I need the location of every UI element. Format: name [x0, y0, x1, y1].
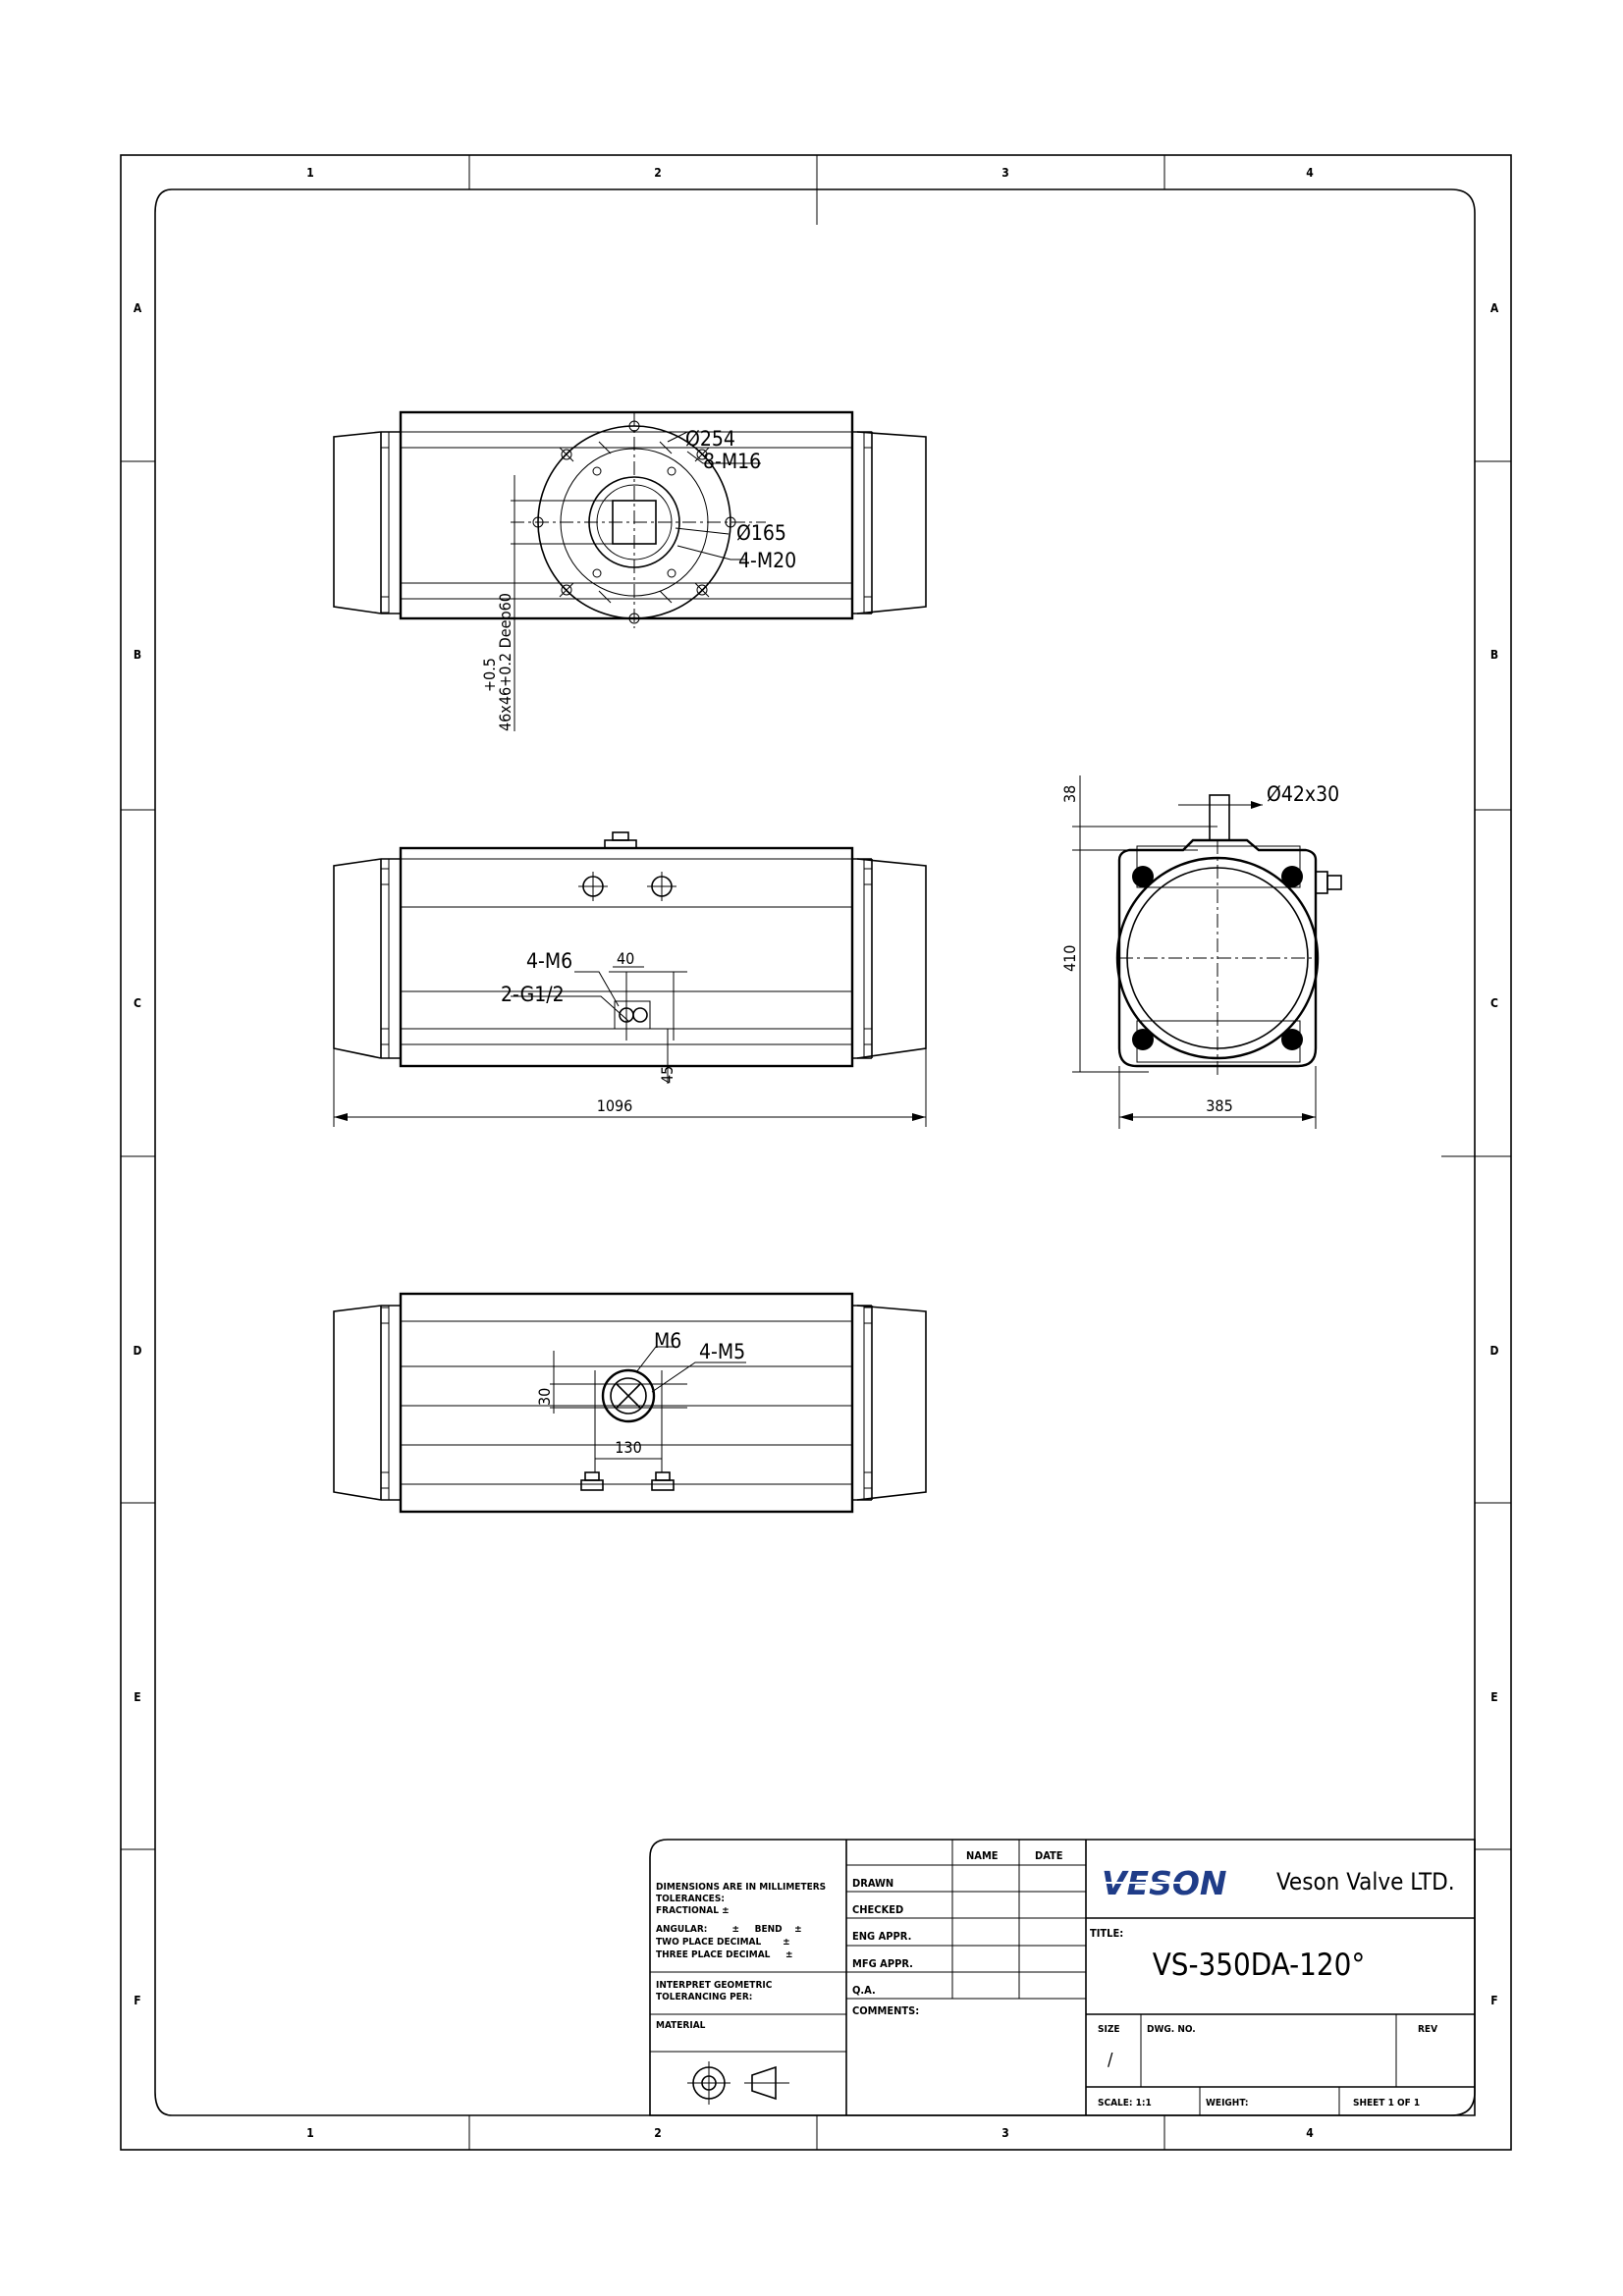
- zone-row-a-left: A: [134, 301, 142, 315]
- dim-pattern-height-30: 30: [535, 1388, 554, 1406]
- zone-row-f-left: F: [134, 1994, 140, 2007]
- tb-tol-line-1: DIMENSIONS ARE IN MILLIMETERS: [656, 1882, 826, 1893]
- tb-interpret-1: INTERPRET GEOMETRIC: [656, 1980, 773, 1991]
- dim-center-m6: M6: [654, 1329, 681, 1353]
- dim-bolt-circle-165: Ø165: [736, 521, 786, 545]
- tb-tol-line-2: TOLERANCES:: [656, 1894, 725, 1904]
- tb-qa: Q.A.: [852, 1984, 876, 1997]
- zone-col-1-bottom: 1: [306, 2126, 314, 2140]
- tb-comments: COMMENTS:: [852, 2004, 919, 2017]
- tb-tol-line-3: FRACTIONAL ±: [656, 1905, 730, 1916]
- dim-body-height-410: 410: [1060, 945, 1079, 972]
- tb-eng-appr: ENG APPR.: [852, 1930, 911, 1943]
- dim-body-width-385: 385: [1206, 1096, 1232, 1115]
- tb-title-label: TITLE:: [1090, 1927, 1123, 1940]
- tb-dwg-no: DWG. NO.: [1147, 2024, 1196, 2035]
- tb-drawn: DRAWN: [852, 1877, 893, 1890]
- end-view: 38 410 Ø42x30 385: [1060, 775, 1342, 1129]
- sheet-frame: [120, 154, 1512, 2151]
- top-view: Ø254 8-M16 Ø165 4-M20 46x46+0.2 Deep60 +…: [333, 410, 927, 731]
- bottom-view: M6 4-M5 130 30: [333, 1292, 927, 1514]
- zone-col-4-top: 4: [1306, 166, 1314, 180]
- tb-mfg-appr: MFG APPR.: [852, 1957, 913, 1970]
- zone-row-a-right: A: [1490, 301, 1499, 315]
- dim-mount-4m5: 4-M5: [699, 1340, 745, 1363]
- dim-pattern-width-130: 130: [615, 1438, 641, 1457]
- dim-mount-4m6: 4-M6: [526, 949, 572, 973]
- tb-date-header: DATE: [1035, 1849, 1063, 1862]
- tb-checked: CHECKED: [852, 1903, 903, 1916]
- zone-col-1-top: 1: [306, 166, 314, 180]
- projection-symbol: [687, 2061, 789, 2105]
- zone-row-d-right: D: [1490, 1344, 1499, 1358]
- drawing-title: VS-350DA-120°: [1153, 1948, 1366, 1983]
- tb-name-header: NAME: [966, 1849, 999, 1862]
- front-view: 4-M6 2-G1/2 40 45 1096: [333, 831, 927, 1127]
- zone-row-f-right: F: [1490, 1994, 1497, 2007]
- tb-rev: REV: [1418, 2024, 1437, 2035]
- dim-bolt-pattern-8m16: 8-M16: [703, 450, 761, 473]
- tb-size-label: SIZE: [1098, 2024, 1120, 2035]
- tb-material: MATERIAL: [656, 2020, 706, 2031]
- dim-overall-length: 1096: [597, 1096, 633, 1115]
- zone-col-2-top: 2: [654, 166, 662, 180]
- dim-shaft-drive: 46x46+0.2 Deep60: [496, 593, 514, 731]
- dim-bolt-pattern-4m20: 4-M20: [738, 549, 796, 572]
- dim-port-height: 45: [658, 1066, 676, 1084]
- dim-bolt-circle-254: Ø254: [685, 427, 735, 451]
- tb-tol-line-6: THREE PLACE DECIMAL ±: [656, 1949, 793, 1960]
- tb-interpret-2: TOLERANCING PER:: [656, 1992, 752, 2002]
- zone-row-e-right: E: [1490, 1690, 1497, 1704]
- zone-col-4-bottom: 4: [1306, 2126, 1314, 2140]
- tb-tol-line-5: TWO PLACE DECIMAL ±: [656, 1937, 790, 1948]
- company-logo: VESON: [1102, 1864, 1227, 1902]
- zone-row-e-left: E: [134, 1690, 140, 1704]
- dim-ports-g12: 2-G1/2: [501, 983, 565, 1006]
- dim-shaft-tolerance: +0.5: [480, 658, 499, 692]
- tb-size-value: /: [1108, 2050, 1113, 2070]
- dim-port-spacing: 40: [617, 949, 634, 968]
- zone-row-d-left: D: [134, 1344, 142, 1358]
- tb-company-name: Veson Valve LTD.: [1276, 1868, 1455, 1896]
- zone-col-2-bottom: 2: [654, 2126, 662, 2140]
- zone-col-3-bottom: 3: [1001, 2126, 1009, 2140]
- tb-tol-line-4: ANGULAR: ± BEND ±: [656, 1924, 802, 1935]
- title-block: NAME DATE DRAWN CHECKED ENG APPR. MFG AP…: [649, 1839, 1476, 2116]
- zone-row-c-left: C: [134, 996, 141, 1010]
- tb-scale: SCALE: 1:1: [1098, 2098, 1152, 2109]
- zone-row-b-right: B: [1490, 648, 1498, 662]
- zone-row-b-left: B: [134, 648, 141, 662]
- dim-shaft-height-38: 38: [1060, 785, 1079, 803]
- tb-weight: WEIGHT:: [1206, 2098, 1249, 2109]
- zone-row-c-right: C: [1490, 996, 1498, 1010]
- tb-sheet: SHEET 1 OF 1: [1353, 2098, 1420, 2109]
- zone-labels: 1 2 3 4 1 2 3 4 A B C D E F A B C D E F: [134, 166, 1499, 2140]
- dim-shaft-42x30: Ø42x30: [1267, 782, 1339, 806]
- zone-col-3-top: 3: [1001, 166, 1009, 180]
